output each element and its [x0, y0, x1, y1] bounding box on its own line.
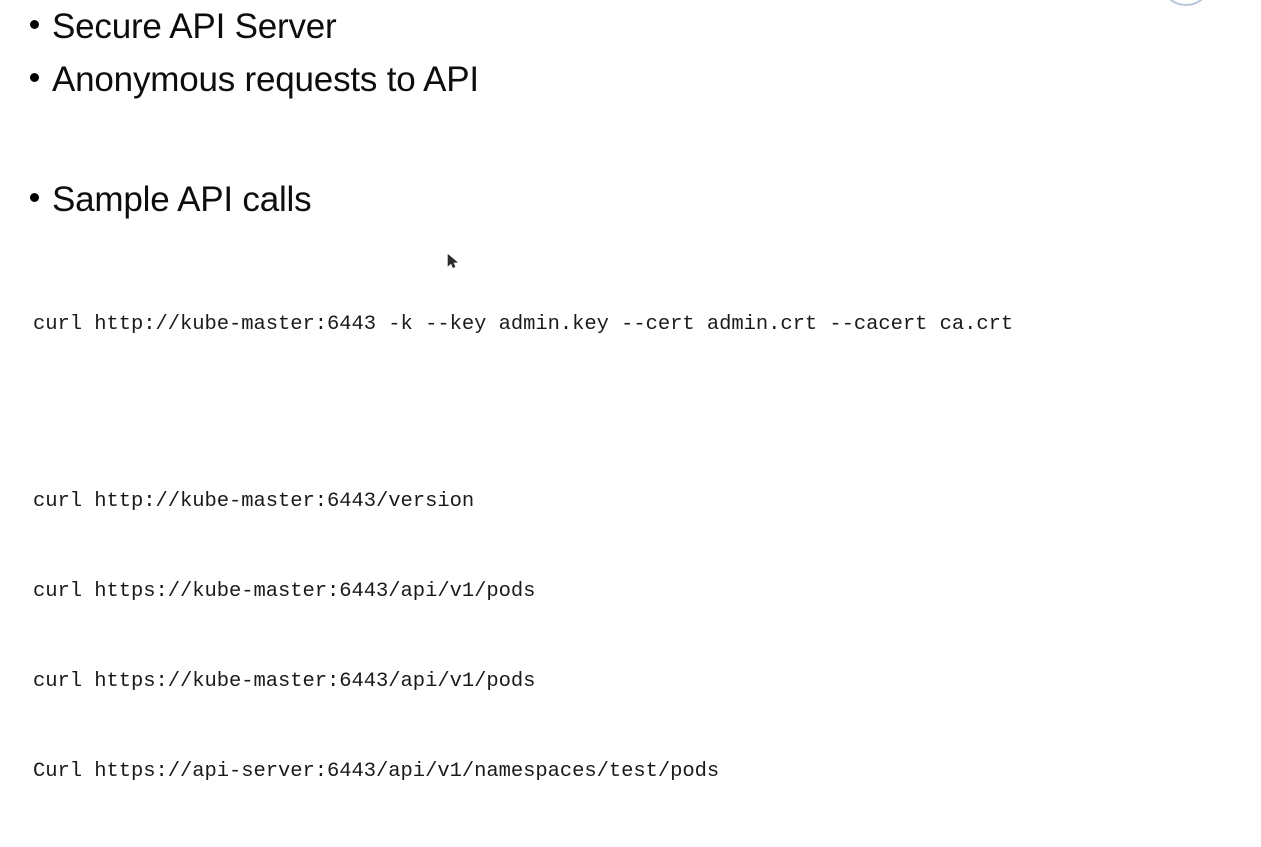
code-line-blank [33, 400, 1013, 427]
list-item: Sample API calls [30, 179, 312, 221]
code-block: curl http://kube-master:6443 -k --key ad… [33, 250, 1013, 847]
bullet-label: Secure API Server [52, 7, 337, 46]
code-line: curl http://kube-master:6443 -k --key ad… [33, 313, 1014, 336]
code-line: curl http://kube-master:6443/version [33, 490, 475, 513]
list-item: Anonymous requests to API [30, 59, 479, 101]
bullet-dot-icon [30, 73, 39, 82]
slide-canvas: Secure API Server Anonymous requests to … [30, 0, 1212, 783]
corner-circle-decoration [1160, 0, 1212, 6]
bullet-label: Sample API calls [52, 180, 312, 219]
code-line: curl https://kube-master:6443/api/v1/pod… [33, 580, 536, 603]
bullet-label: Anonymous requests to API [52, 60, 479, 99]
bullet-dot-icon [30, 20, 39, 29]
list-item: Secure API Server [30, 6, 337, 48]
bullet-dot-icon [30, 193, 39, 202]
code-line: Curl https://api-server:6443/api/v1/name… [33, 760, 720, 783]
code-line: curl https://kube-master:6443/api/v1/pod… [33, 670, 536, 693]
